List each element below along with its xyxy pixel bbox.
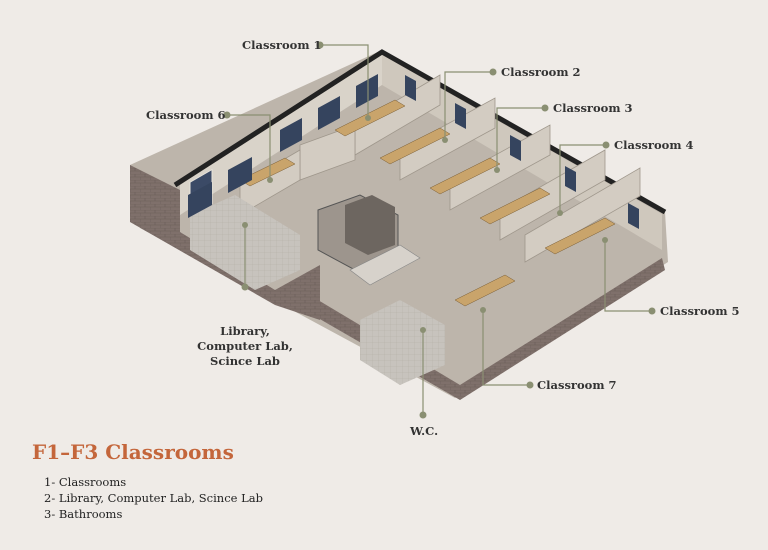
label-library-line1: Library, (220, 324, 270, 338)
wc-floor (360, 300, 445, 385)
label-classroom-3: Classroom 3 (553, 101, 633, 115)
leader-dots (223, 41, 656, 419)
north-wall-top (173, 49, 667, 215)
label-library-line2: Computer Lab, (197, 339, 293, 353)
label-classroom-6: Classroom 6 (146, 108, 226, 122)
label-classroom-5: Classroom 5 (660, 304, 740, 318)
back-windows (188, 74, 639, 229)
label-classroom-1: Classroom 1 (242, 38, 322, 52)
legend-item: 2- Library, Computer Lab, Scince Lab (44, 491, 263, 505)
legend-item: 3- Bathrooms (44, 507, 123, 521)
label-library-labs: Library, Computer Lab, Scince Lab (195, 324, 295, 369)
east-brick-wall (460, 258, 665, 400)
south-brick-wall (275, 265, 320, 320)
legend-item: 1- Classrooms (44, 475, 127, 489)
label-classroom-4: Classroom 4 (614, 138, 694, 152)
stairs (349, 244, 421, 286)
label-classroom-7: Classroom 7 (537, 378, 617, 392)
label-classroom-2: Classroom 2 (501, 65, 581, 79)
page-title: F1–F3 Classrooms (32, 440, 234, 464)
legend: 1- Classrooms 2- Library, Computer Lab, … (44, 474, 263, 522)
elevator-shaft (345, 195, 395, 255)
label-library-line3: Scince Lab (210, 354, 280, 368)
leader-lines (227, 44, 652, 415)
label-wc: W.C. (410, 424, 439, 438)
